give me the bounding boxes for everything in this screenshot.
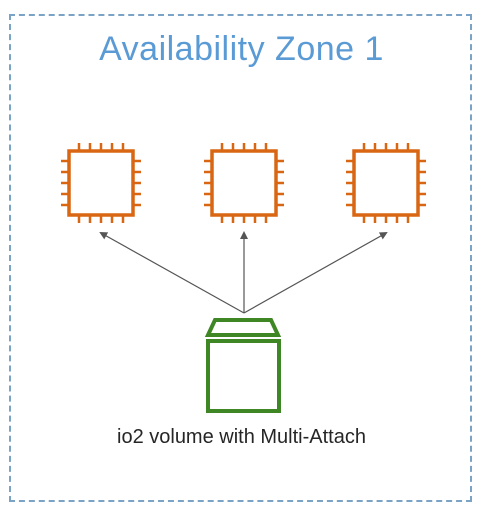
ec2-instance-chip-icon (61, 143, 141, 223)
arrow-to-instance-1 (99, 232, 245, 314)
ec2-instance-chip-icon (346, 143, 426, 223)
arrow-to-instance-3 (243, 232, 388, 314)
volume-label: io2 volume with Multi-Attach (117, 426, 366, 448)
ebs-volume-icon (204, 318, 282, 413)
availability-zone-container (9, 14, 472, 502)
ec2-instance-chip-icon (204, 143, 284, 223)
zone-title: Availability Zone 1 (99, 30, 384, 68)
